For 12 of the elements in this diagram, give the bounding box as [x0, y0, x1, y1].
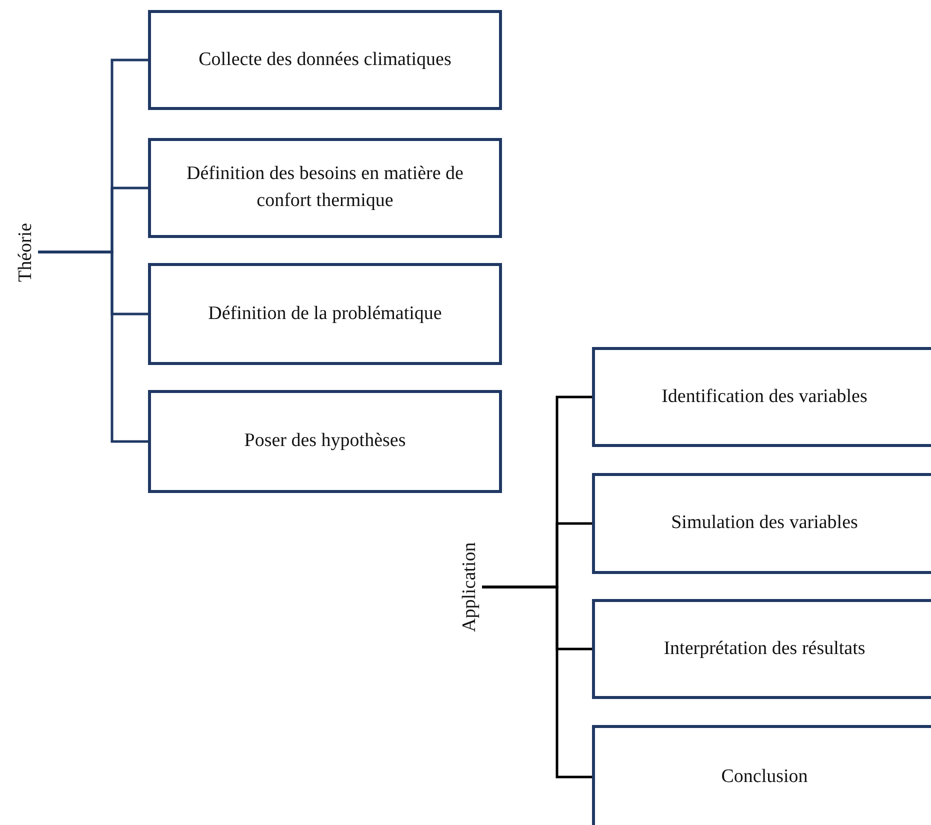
group-label: Théorie [14, 202, 38, 302]
step-box: Simulation des variables [592, 473, 931, 574]
step-box: Interprétation des résultats [592, 599, 931, 699]
step-box: Poser des hypothèses [148, 390, 502, 493]
group-label: Application [458, 522, 482, 652]
step-box: Collecte des données climatiques [148, 10, 502, 110]
connector-line [38, 250, 148, 443]
step-box: Identification des variables [592, 347, 931, 447]
step-box: Définition de la problématique [148, 263, 502, 365]
step-box: Conclusion [592, 725, 931, 825]
step-box: Définition des besoins en matière de confort thermique [148, 138, 502, 238]
connector-line [482, 586, 592, 778]
